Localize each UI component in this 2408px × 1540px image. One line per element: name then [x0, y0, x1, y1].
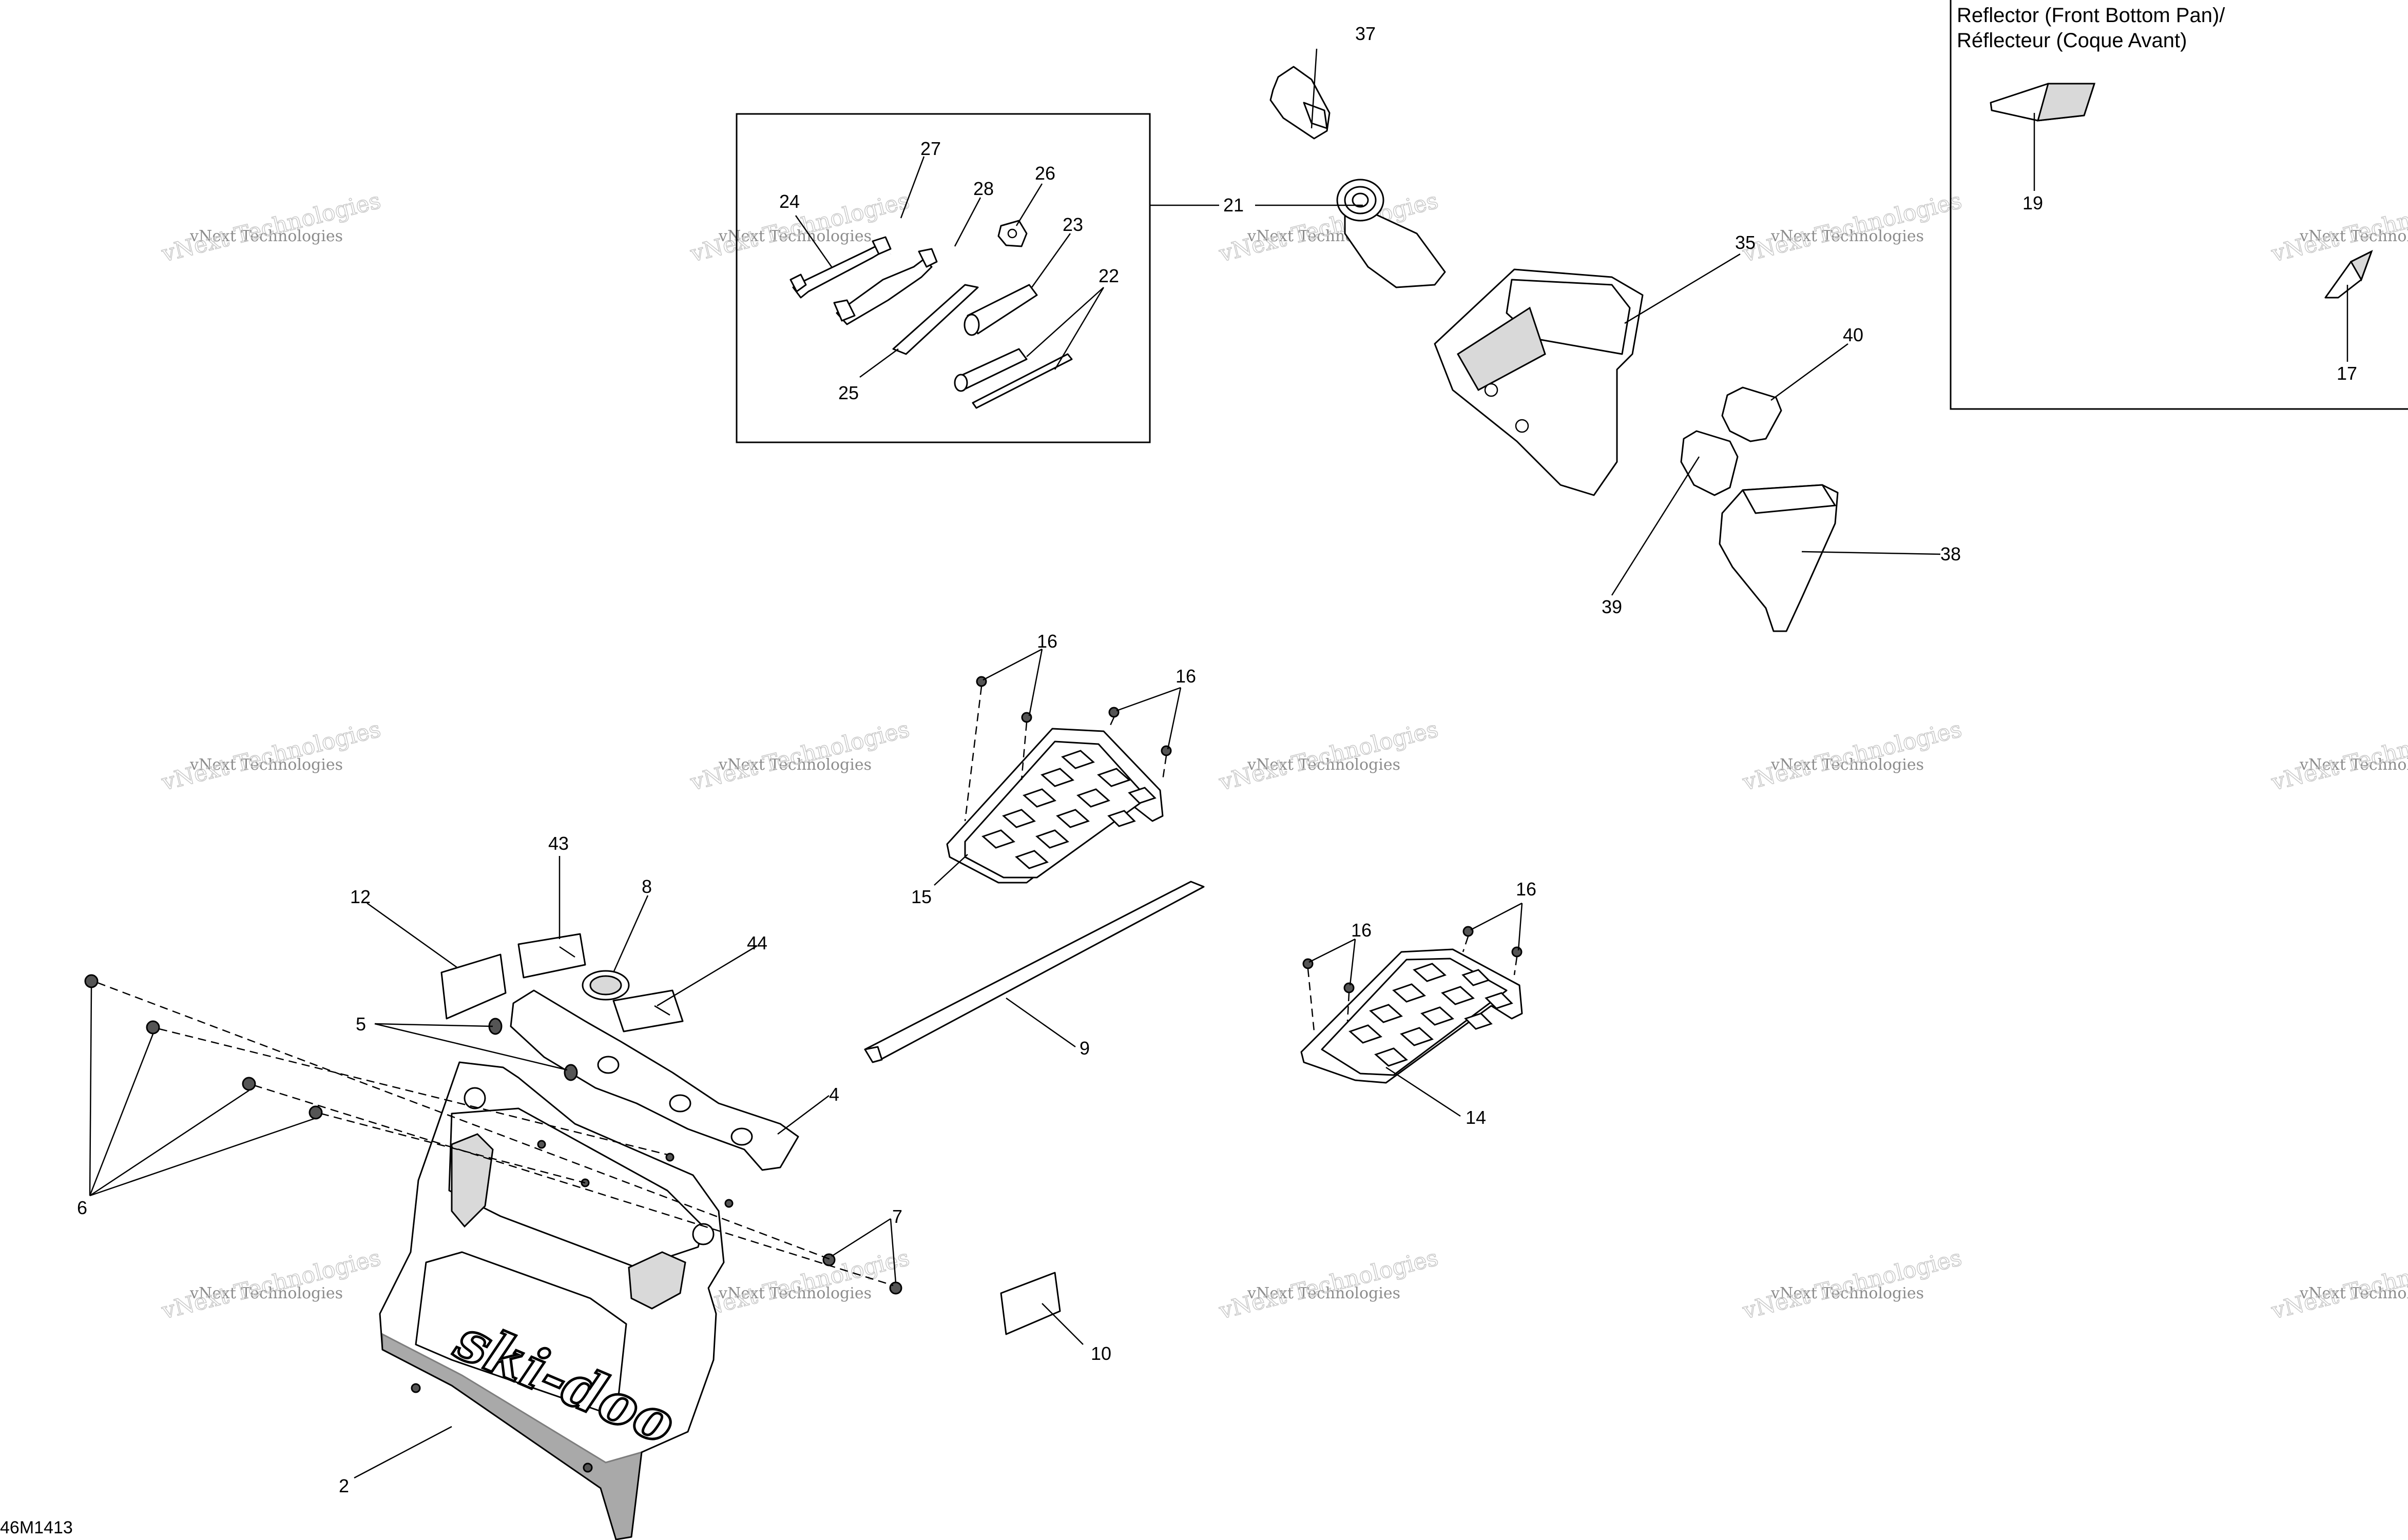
- watermark: vNext Technologies vNext Technologies: [1740, 1244, 1965, 1325]
- callout-10: 10: [1091, 1343, 1111, 1364]
- part-28-spanner: [833, 248, 938, 325]
- part-5-rivets: [488, 1018, 578, 1081]
- part-15-running-board: [946, 728, 1164, 884]
- callout-6: 6: [77, 1197, 87, 1218]
- part-26-clip: [997, 220, 1028, 247]
- reflector-inset-frame: [1950, 0, 2408, 410]
- part-40-pad: [1721, 386, 1782, 442]
- callout-43: 43: [548, 833, 569, 854]
- part-12-decal: [440, 953, 507, 1020]
- watermark: vNext Technologies vNext Technologies: [159, 716, 384, 796]
- watermark: vNext Technologies vNext Technologies: [687, 187, 913, 268]
- svg-text:vNext Technologies: vNext Technologies: [1770, 756, 1924, 774]
- callout-2: 2: [339, 1475, 349, 1496]
- callout-16a: 16: [1037, 631, 1057, 652]
- inset-title-line2: Réflecteur (Coque Avant): [1957, 29, 2187, 52]
- inset-title-line1: Reflector (Front Bottom Pan)/: [1957, 4, 2225, 27]
- watermark: vNext Technologies vNext Technologies: [2268, 187, 2408, 268]
- callout-7: 7: [892, 1206, 902, 1227]
- part-14-running-board: [1300, 948, 1523, 1084]
- svg-text:vNext Technologies: vNext Technologies: [1770, 227, 1924, 245]
- watermark: vNext Technologies vNext Technologies: [2268, 716, 2408, 796]
- watermark: vNext Technologies vNext Technologies: [687, 716, 913, 796]
- callout-28: 28: [973, 178, 994, 199]
- svg-text:vNext Technologies: vNext Technologies: [718, 1284, 872, 1302]
- callout-16d: 16: [1516, 879, 1536, 900]
- svg-text:vNext Technologies: vNext Technologies: [2299, 227, 2408, 245]
- svg-text:vNext Technologies: vNext Technologies: [189, 1284, 343, 1302]
- svg-text:vNext Technologies: vNext Technologies: [2299, 1284, 2408, 1302]
- callout-15: 15: [911, 886, 932, 907]
- callout-25: 25: [838, 382, 859, 403]
- callout-8: 8: [642, 876, 652, 897]
- part-23-socket: [964, 284, 1038, 336]
- callout-37: 37: [1355, 23, 1376, 44]
- callout-44: 44: [747, 932, 767, 953]
- callout-27: 27: [920, 138, 941, 159]
- callout-19: 19: [2022, 192, 2043, 213]
- callout-16b: 16: [1176, 666, 1196, 687]
- tool-kit-frame: [736, 113, 1151, 443]
- callout-26: 26: [1035, 163, 1055, 184]
- callout-9: 9: [1080, 1038, 1090, 1059]
- watermark: vNext Technologies vNext Technologies: [159, 1244, 384, 1325]
- part-22-tools: [954, 348, 1073, 409]
- part-17-reflector: [2324, 249, 2373, 299]
- watermark: vNext Technologies vNext Technologies: [2268, 1244, 2408, 1325]
- callout-35: 35: [1735, 232, 1756, 253]
- callout-38: 38: [1940, 543, 1961, 564]
- part-39-pad: [1680, 430, 1739, 496]
- part-37-clip: [1269, 66, 1331, 140]
- callout-16c: 16: [1351, 920, 1372, 941]
- part-25-tool: [892, 284, 979, 355]
- svg-text:vNext Technologies: vNext Technologies: [718, 756, 872, 774]
- callout-23: 23: [1063, 214, 1083, 235]
- part-38-cover: [1719, 484, 1839, 632]
- callout-14: 14: [1466, 1107, 1486, 1128]
- fasteners-6-7: [84, 974, 902, 1295]
- callout-24: 24: [779, 191, 800, 212]
- drawing-code: 46M1413: [0, 1518, 73, 1537]
- part-10-decal: [1000, 1272, 1061, 1335]
- svg-text:vNext Technologies: vNext Technologies: [718, 227, 872, 245]
- watermark: vNext Technologies vNext Technologies: [1216, 716, 1441, 796]
- callout-21: 21: [1223, 194, 1244, 216]
- svg-text:vNext Technologies: vNext Technologies: [189, 756, 343, 774]
- part-4-bracket: [510, 989, 799, 1171]
- svg-text:vNext Technologies: vNext Technologies: [2268, 187, 2408, 267]
- part-27-hex-key: [890, 203, 922, 255]
- callouts: 37 27 24 28 26 21 23 22 25 35 40 38 39 1…: [77, 23, 2357, 1496]
- watermark: vNext Technologies vNext Technologies: [159, 187, 384, 268]
- part-35-tool-box: [1434, 268, 1644, 496]
- part-21-tool-roll: [1336, 179, 1446, 288]
- watermark: vNext Technologies vNext Technologies: [1740, 187, 1965, 268]
- svg-text:vNext Technologies: vNext Technologies: [2268, 1244, 2408, 1324]
- part-8-emblem: [582, 970, 630, 1001]
- callout-5: 5: [356, 1013, 366, 1035]
- part-19-reflector: [1990, 83, 2096, 122]
- svg-text:vNext Technologies: vNext Technologies: [1247, 1284, 1400, 1302]
- callout-17: 17: [2337, 363, 2357, 384]
- part-2-mud-flap: ski-doo: [379, 1061, 725, 1540]
- callout-4: 4: [829, 1084, 839, 1105]
- callout-12: 12: [350, 886, 371, 907]
- svg-text:vNext Technologies: vNext Technologies: [1247, 756, 1400, 774]
- callout-40: 40: [1843, 324, 1863, 345]
- part-9-trim-strip: [864, 881, 1205, 1063]
- watermark: vNext Technologies vNext Technologies: [1216, 1244, 1441, 1325]
- part-43-decal: [517, 933, 586, 979]
- leader-lines: [89, 48, 2348, 1479]
- callout-39: 39: [1602, 596, 1622, 617]
- svg-text:vNext Technologies: vNext Technologies: [1770, 1284, 1924, 1302]
- svg-text:vNext Technologies: vNext Technologies: [2299, 756, 2408, 774]
- callout-22: 22: [1099, 265, 1119, 286]
- svg-text:vNext Technologies: vNext Technologies: [189, 227, 343, 245]
- watermark: vNext Technologies vNext Technologies: [1740, 716, 1965, 796]
- svg-text:vNext Technologies: vNext Technologies: [2268, 716, 2408, 795]
- part-24-wrench: [789, 236, 892, 299]
